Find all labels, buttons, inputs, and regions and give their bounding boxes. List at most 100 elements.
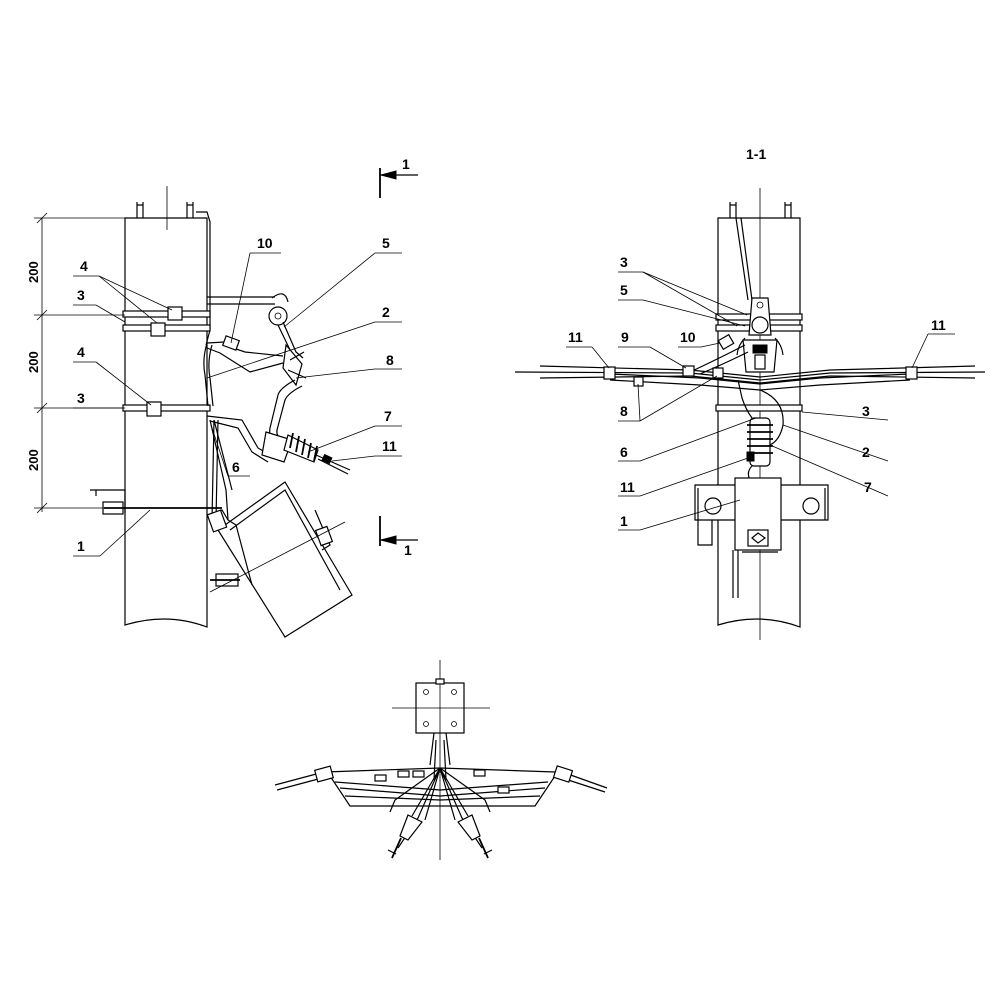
left-clamp-jaw xyxy=(282,343,303,387)
left-clamp-tail-cap xyxy=(321,453,333,465)
left-hook-top xyxy=(271,293,289,303)
plan-span-c xyxy=(344,795,541,801)
left-loop-b xyxy=(209,420,269,463)
left-band-middle xyxy=(122,404,211,412)
right-ground-wire xyxy=(735,217,753,301)
section-mark-bottom-arrow xyxy=(379,535,397,545)
dim-tick-2 xyxy=(36,309,48,321)
left-band-buckle-b xyxy=(150,322,166,337)
left-band-buckle-a xyxy=(167,306,183,321)
callout-right-3a: 3 xyxy=(620,254,628,270)
leader-4b xyxy=(95,361,152,406)
section-markers: 1 1 xyxy=(379,156,418,558)
left-ground-wire xyxy=(196,211,211,346)
callout-left-4a: 4 xyxy=(80,258,88,274)
callout-left-6: 6 xyxy=(232,459,240,475)
plan-bolt-a xyxy=(423,689,429,695)
rleader-3a-1 xyxy=(642,271,748,316)
plan-view xyxy=(274,660,608,860)
callout-left-7: 7 xyxy=(384,408,392,424)
callout-right-9: 9 xyxy=(621,329,629,345)
callout-right-11c: 11 xyxy=(620,479,635,495)
right-clamp-11a xyxy=(603,366,616,380)
left-hook-arm xyxy=(207,293,307,387)
callout-right-1: 1 xyxy=(620,513,628,529)
leader-5 xyxy=(283,252,376,328)
dim-tick-1 xyxy=(36,212,48,224)
left-cable-bundle xyxy=(203,335,303,463)
leader-8 xyxy=(295,368,376,379)
rleader-3a-2 xyxy=(642,271,738,327)
callout-left-3b: 3 xyxy=(77,390,85,406)
callout-right-10: 10 xyxy=(680,329,696,345)
right-bracket xyxy=(694,477,829,598)
rleader-5 xyxy=(642,299,746,327)
right-clamp-11b xyxy=(905,366,918,380)
right-sleeve-10 xyxy=(717,333,735,351)
right-box-bolt-head xyxy=(751,532,767,544)
rleader-11b xyxy=(911,333,929,369)
plan-drops-left xyxy=(389,767,441,849)
left-cable-a xyxy=(206,341,284,357)
rleader-3b xyxy=(801,411,889,421)
plan-clamp-right xyxy=(457,814,481,841)
plan-end-right-clamp xyxy=(552,765,574,783)
right-cable-d xyxy=(609,373,911,385)
leader-11 xyxy=(331,455,376,462)
right-suspension xyxy=(736,297,784,373)
right-cable-a xyxy=(539,365,976,378)
right-cable-up-b xyxy=(699,351,749,375)
left-arm-rods xyxy=(207,296,275,305)
plan-span-b xyxy=(339,787,546,797)
left-box-rim xyxy=(229,489,341,591)
right-clamp-8a xyxy=(712,367,724,379)
callout-right-11b: 11 xyxy=(931,317,946,333)
right-bracket-leg-a xyxy=(697,488,713,546)
callout-right-7: 7 xyxy=(864,479,872,495)
plan-span-outer xyxy=(329,775,556,807)
left-pole xyxy=(124,186,211,628)
right-strain-clamp xyxy=(737,379,784,481)
leader-3a xyxy=(95,304,126,323)
right-hook-hole xyxy=(756,301,764,309)
left-box-clamp-a xyxy=(206,509,228,533)
leader-1 xyxy=(99,509,151,557)
right-clamp-plate xyxy=(752,344,768,354)
right-callouts: 3 5 11 9 10 11 8 xyxy=(566,254,955,531)
callout-left-10: 10 xyxy=(257,235,273,251)
left-drop-wire-c xyxy=(211,419,219,521)
section-mark-top-arrow xyxy=(379,170,397,180)
rleader-7 xyxy=(769,444,889,497)
left-band-buckle-c xyxy=(146,401,162,417)
left-box-bracket-b xyxy=(314,509,331,551)
rleader-2 xyxy=(782,424,889,462)
left-drop-cable-b xyxy=(208,344,214,407)
left-view: 200 200 200 1 1 10 5 xyxy=(26,156,418,638)
callout-left-3a: 3 xyxy=(77,287,85,303)
plan-clamp-e xyxy=(497,786,510,794)
plan-pole-lug xyxy=(435,678,445,685)
plan-drop-tails xyxy=(391,837,489,859)
callout-left-8: 8 xyxy=(386,352,394,368)
left-drop-cable-a xyxy=(203,342,209,407)
left-drop-wire-b xyxy=(213,419,233,491)
left-top-bolt-b xyxy=(186,202,194,218)
plan-end-left-cable xyxy=(274,772,323,791)
leader-4a-1 xyxy=(98,275,173,311)
left-cable-b xyxy=(206,347,284,373)
section-mark-top-label: 1 xyxy=(402,156,410,172)
rleader-11a xyxy=(591,346,610,369)
callout-left-5: 5 xyxy=(382,235,390,251)
plan-bolt-d xyxy=(451,721,457,727)
plan-bolt-c xyxy=(423,721,429,727)
right-cable-up-a xyxy=(689,344,746,373)
left-top-bolt-a xyxy=(136,202,144,218)
dim-value-1: 200 xyxy=(26,261,41,283)
right-insulator-body xyxy=(749,417,771,467)
left-pole-body xyxy=(124,217,208,628)
right-insulator-cap xyxy=(746,451,755,462)
rleader-10 xyxy=(700,342,721,348)
callout-right-6: 6 xyxy=(620,444,628,460)
